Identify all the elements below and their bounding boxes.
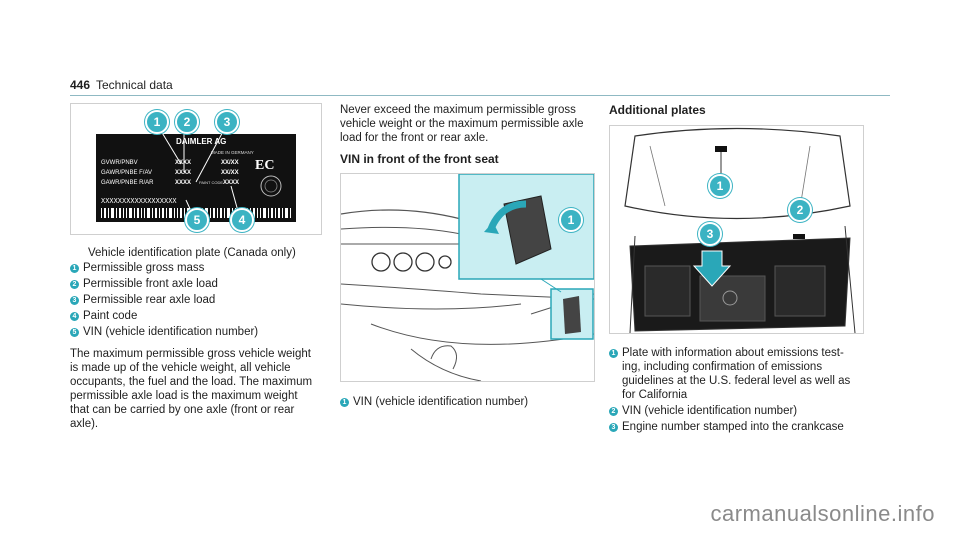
plate-row-2-value: XXXX (175, 170, 191, 176)
callout-2: 2 (788, 198, 812, 222)
section-title: Technical data (96, 78, 173, 92)
plate-row-3-label: GAWR/PNBE R/AR (101, 180, 154, 186)
callout-2: 2 (175, 110, 199, 134)
number-badge: 1 (609, 349, 618, 358)
engine-bay-figure: 1 2 3 (609, 125, 864, 334)
callout-4: 4 (230, 208, 254, 232)
number-badge: 1 (70, 264, 79, 273)
callout-1: 1 (559, 208, 583, 232)
callout-5: 5 (185, 208, 209, 232)
vehicle-plate-illustration: DAIMLER AG MADE IN GERMANY GVWR/PNBV GAW… (96, 125, 296, 223)
axle-warning-paragraph: Never exceed the maximum permissible gro… (340, 104, 584, 144)
watermark: carmanualsonline.info (710, 501, 935, 526)
engine-bay-illustration (610, 126, 863, 333)
figure-caption: Vehicle identification plate (Canada onl… (88, 247, 296, 259)
plate-brand: DAIMLER AG (176, 137, 226, 146)
plate-row-3-value: XXXX (175, 180, 191, 186)
number-badge: 3 (609, 423, 618, 432)
additional-plates-heading: Additional plates (609, 103, 706, 117)
plate-vin: XXXXXXXXXXXXXXXXXX (101, 198, 177, 206)
number-badge: 5 (70, 328, 79, 337)
callout-1: 1 (145, 110, 169, 134)
vin-seat-figure: 1 (340, 173, 595, 382)
plate-row-1-label: GVWR/PNBV (101, 160, 138, 166)
vehicle-plate-figure: DAIMLER AG MADE IN GERMANY GVWR/PNBV GAW… (70, 103, 322, 235)
plate-row-2-unit: XX/XX (221, 170, 239, 176)
number-badge: 4 (70, 312, 79, 321)
plate-made-in: MADE IN GERMANY (211, 150, 254, 155)
vin-plate (793, 234, 805, 239)
interior-illustration (341, 174, 594, 381)
plate-row-1-value: XXXX (175, 160, 191, 166)
callout-1: 1 (708, 174, 732, 198)
ec-mark: EC (255, 158, 274, 173)
seal-icon (260, 175, 282, 197)
plate-row-2-label: GAWR/PNBE F/AV (101, 170, 152, 176)
plate-row-1-unit: XX/XX (221, 160, 239, 166)
callout-3: 3 (698, 222, 722, 246)
vin-heading: VIN in front of the front seat (340, 152, 499, 166)
plate-paint-label: PAINT CODE (199, 180, 223, 185)
header-rule (70, 95, 890, 96)
page-number: 446 (70, 78, 91, 92)
number-badge: 3 (70, 296, 79, 305)
plate-paint-value: XXXX (223, 180, 239, 186)
number-badge: 2 (70, 280, 79, 289)
number-badge: 2 (609, 407, 618, 416)
callout-3: 3 (215, 110, 239, 134)
number-badge: 1 (340, 398, 349, 407)
weight-paragraph: The maximum permissible gross vehicle we… (70, 348, 313, 430)
emissions-plate (715, 146, 727, 152)
left-column: Vehicle identification plate (Canada onl… (88, 246, 328, 260)
